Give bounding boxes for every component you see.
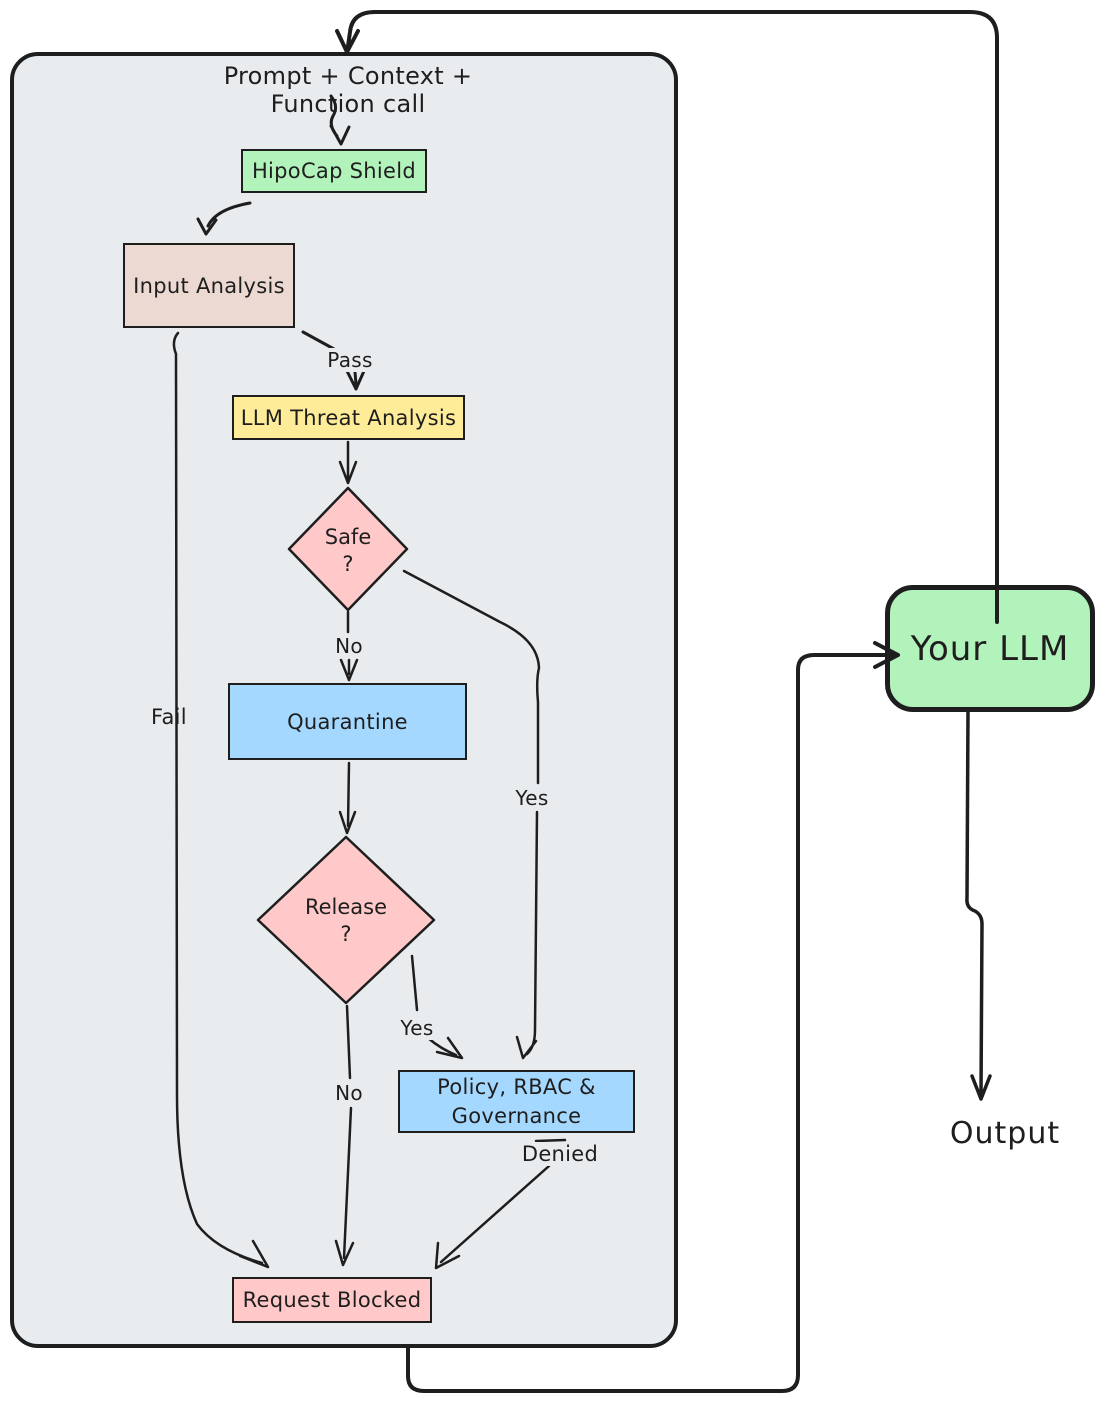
node-llm-threat-analysis: LLM Threat Analysis <box>232 395 465 440</box>
node-input-analysis: Input Analysis <box>123 243 295 328</box>
node-hipocap-shield: HipoCap Shield <box>241 149 427 193</box>
edge-label-safe-no: No <box>327 634 371 658</box>
node-policy-rbac-governance: Policy, RBAC & Governance <box>398 1070 635 1133</box>
edge-label-release-no: No <box>326 1081 372 1105</box>
pipeline-title: Prompt + Context + Function call <box>223 62 473 118</box>
node-your-llm: Your LLM <box>885 585 1095 712</box>
safe-question-mark: ? <box>342 552 354 577</box>
node-request-blocked: Request Blocked <box>232 1277 432 1323</box>
edge-label-denied: Denied <box>518 1142 602 1166</box>
release-label: Release <box>304 895 388 919</box>
edge-label-release-yes: Yes <box>392 1016 442 1040</box>
output-label: Output <box>949 1116 1061 1151</box>
edge-label-fail: Fail <box>151 705 187 729</box>
release-decision-text: Release ? <box>256 894 436 949</box>
edge-label-pass: Pass <box>322 348 378 372</box>
node-quarantine: Quarantine <box>228 683 467 760</box>
edge-label-safe-yes: Yes <box>507 786 557 810</box>
edge-llm-to-output <box>965 710 992 1101</box>
safe-label: Safe <box>324 525 372 549</box>
release-question-mark: ? <box>340 922 352 947</box>
safe-decision-text: Safe ? <box>288 524 408 579</box>
